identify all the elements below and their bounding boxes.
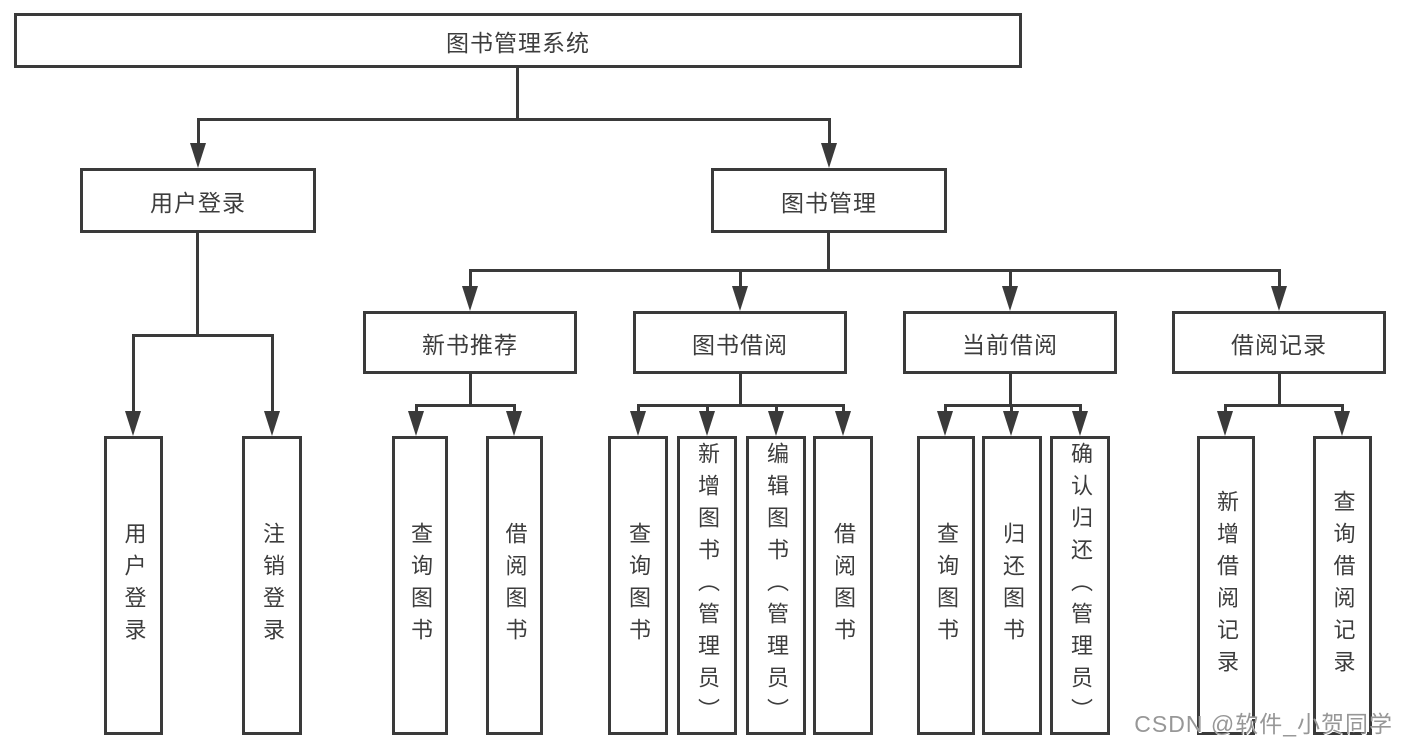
leaf-query-books-recommend: 查询图书	[392, 436, 448, 735]
watermark: CSDN @软件_小贺同学	[1134, 711, 1393, 737]
connector-arrow	[1002, 286, 1018, 311]
node-borrow-records: 借阅记录	[1172, 311, 1386, 374]
connector-arrow	[462, 286, 478, 311]
leaf-query-borrow-record: 查询借阅记录	[1313, 436, 1372, 735]
connector-line	[132, 334, 135, 416]
node-book-management: 图书管理	[711, 168, 947, 233]
leaf-add-book-admin: 新增图书（管理员）	[677, 436, 737, 735]
connector-line	[469, 269, 472, 291]
connector-arrow	[835, 411, 851, 436]
connector-line	[516, 68, 519, 120]
connector-arrow	[1217, 411, 1233, 436]
leaf-user-login-label: 用户登录	[121, 521, 147, 650]
leaf-return-books-label: 归还图书	[1000, 521, 1025, 650]
node-borrow-records-label: 借阅记录	[1231, 331, 1327, 358]
leaf-query-books-current-label: 查询图书	[934, 521, 959, 650]
node-book-management-label: 图书管理	[781, 189, 877, 216]
leaf-query-books-borrow-label: 查询图书	[626, 521, 651, 650]
connector-line	[1278, 374, 1281, 407]
leaf-edit-book-admin: 编辑图书（管理员）	[746, 436, 806, 735]
connector-line	[197, 118, 200, 148]
leaf-add-book-admin-label: 新增图书（管理员）	[695, 441, 720, 730]
connector-arrow	[264, 411, 280, 436]
node-root-label: 图书管理系统	[446, 29, 590, 56]
connector-arrow	[190, 143, 206, 168]
leaf-confirm-return-admin-label: 确认归还（管理员）	[1068, 441, 1093, 730]
connector-arrow	[630, 411, 646, 436]
node-current-borrow: 当前借阅	[903, 311, 1117, 374]
connector-line	[637, 404, 845, 407]
leaf-confirm-return-admin: 确认归还（管理员）	[1050, 436, 1110, 735]
leaf-add-borrow-record-label: 新增借阅记录	[1214, 489, 1239, 682]
connector-arrow	[937, 411, 953, 436]
connector-arrow	[125, 411, 141, 436]
leaf-edit-book-admin-label: 编辑图书（管理员）	[764, 441, 789, 730]
leaf-logout-label: 注销登录	[260, 521, 285, 650]
connector-arrow	[821, 143, 837, 168]
leaf-logout: 注销登录	[242, 436, 302, 735]
connector-arrow	[1334, 411, 1350, 436]
leaf-return-books: 归还图书	[982, 436, 1042, 735]
connector-arrow	[699, 411, 715, 436]
connector-line	[828, 118, 831, 148]
connector-line	[197, 118, 830, 121]
connector-line	[1224, 404, 1344, 407]
leaf-borrow-books-recommend-label: 借阅图书	[502, 521, 528, 650]
node-new-book-recommend-label: 新书推荐	[422, 331, 518, 358]
node-root: 图书管理系统	[14, 13, 1022, 68]
leaf-user-login: 用户登录	[104, 436, 163, 735]
connector-arrow	[1003, 411, 1019, 436]
connector-arrow	[768, 411, 784, 436]
connector-line	[132, 334, 274, 337]
connector-arrow	[506, 411, 522, 436]
connector-arrow	[408, 411, 424, 436]
node-user-login: 用户登录	[80, 168, 316, 233]
connector-line	[271, 334, 274, 416]
leaf-query-books-recommend-label: 查询图书	[408, 521, 433, 650]
node-book-borrow-label: 图书借阅	[692, 331, 788, 358]
connector-line	[196, 233, 199, 337]
leaf-query-borrow-record-label: 查询借阅记录	[1330, 489, 1356, 682]
leaf-borrow-books-recommend: 借阅图书	[486, 436, 543, 735]
leaf-query-books-current: 查询图书	[917, 436, 975, 735]
connector-line	[1009, 269, 1012, 291]
connector-line	[944, 404, 1082, 407]
leaf-borrow-books-label: 借阅图书	[831, 521, 856, 650]
connector-line	[415, 404, 516, 407]
leaf-add-borrow-record: 新增借阅记录	[1197, 436, 1255, 735]
node-user-login-label: 用户登录	[150, 189, 246, 216]
connector-arrow	[732, 286, 748, 311]
leaf-borrow-books: 借阅图书	[813, 436, 873, 735]
connector-line	[739, 374, 742, 407]
node-book-borrow: 图书借阅	[633, 311, 847, 374]
connector-arrow	[1072, 411, 1088, 436]
connector-line	[469, 374, 472, 407]
connector-line	[1278, 269, 1281, 291]
connector-line	[739, 269, 742, 291]
node-current-borrow-label: 当前借阅	[962, 331, 1058, 358]
connector-line	[1009, 374, 1012, 407]
connector-line	[469, 269, 1281, 272]
node-new-book-recommend: 新书推荐	[363, 311, 577, 374]
leaf-query-books-borrow: 查询图书	[608, 436, 668, 735]
connector-arrow	[1271, 286, 1287, 311]
connector-line	[827, 233, 830, 272]
